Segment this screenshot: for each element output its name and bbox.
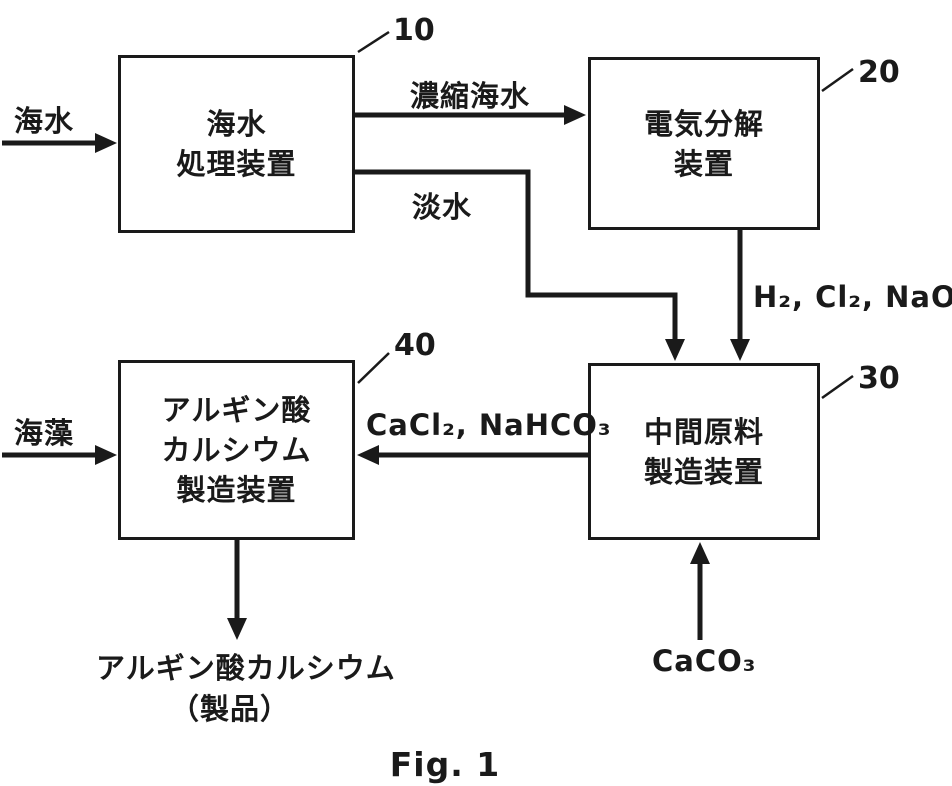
label-seawater-input: 海水: [14, 98, 74, 140]
box-seawater-treatment: 海水 処理装置: [118, 55, 355, 233]
label-concentrated-seawater: 濃縮海水: [410, 73, 530, 115]
box-intermediate-material-line1: 中間原料: [644, 412, 764, 452]
label-seaweed-input: 海藻: [14, 410, 74, 452]
box-calcium-alginate: アルギン酸 カルシウム 製造装置: [118, 360, 355, 540]
label-product-line1: アルギン酸カルシウム: [96, 645, 396, 687]
box-electrolysis-line2: 装置: [644, 144, 764, 184]
arrow-electrolysis-products: [730, 230, 750, 361]
ref-number-40: 40: [394, 328, 436, 363]
arrow-caco3-input-head: [690, 542, 710, 564]
arrow-intermediate-products: [357, 445, 588, 465]
box-intermediate-material-label: 中間原料 製造装置: [644, 412, 764, 492]
arrow-product-output-head: [227, 618, 247, 640]
arrow-intermediate-products-head: [357, 445, 379, 465]
box-calcium-alginate-line2: カルシウム: [161, 430, 311, 470]
box-electrolysis-line1: 電気分解: [644, 104, 764, 144]
ref-tick-10: [358, 32, 389, 52]
box-seawater-treatment-label: 海水 処理装置: [176, 104, 296, 184]
box-intermediate-material-line2: 製造装置: [644, 452, 764, 492]
ref-number-30: 30: [858, 361, 900, 396]
ref-tick-30: [822, 376, 853, 398]
arrow-seaweed-input-head: [95, 445, 117, 465]
box-seawater-treatment-line1: 海水: [176, 104, 296, 144]
ref-tick-40: [358, 353, 389, 383]
label-caco3-input: CaCO₃: [652, 644, 757, 678]
arrow-product-output: [227, 540, 247, 640]
label-electrolysis-products: H₂, Cl₂, NaOH: [753, 280, 952, 314]
label-fresh-water: 淡水: [412, 184, 472, 226]
arrow-electrolysis-products-head: [730, 339, 750, 361]
label-intermediate-products: CaCl₂, NaHCO₃: [366, 408, 612, 442]
box-calcium-alginate-line3: 製造装置: [161, 470, 311, 510]
box-calcium-alginate-line1: アルギン酸: [161, 390, 311, 430]
arrow-concentrated-seawater-head: [564, 105, 586, 125]
box-intermediate-material: 中間原料 製造装置: [588, 363, 820, 540]
arrow-fresh-water-head: [665, 339, 685, 361]
arrow-caco3-input: [690, 542, 710, 640]
arrow-seawater-input-head: [95, 133, 117, 153]
label-product-line2: （製品）: [170, 686, 290, 728]
box-seawater-treatment-line2: 処理装置: [176, 144, 296, 184]
ref-number-20: 20: [858, 55, 900, 90]
ref-number-10: 10: [393, 13, 435, 48]
box-calcium-alginate-label: アルギン酸 カルシウム 製造装置: [161, 390, 311, 510]
box-electrolysis-label: 電気分解 装置: [644, 104, 764, 184]
figure-caption: Fig. 1: [0, 745, 890, 784]
ref-tick-20: [822, 69, 853, 91]
box-electrolysis: 電気分解 装置: [588, 57, 820, 230]
